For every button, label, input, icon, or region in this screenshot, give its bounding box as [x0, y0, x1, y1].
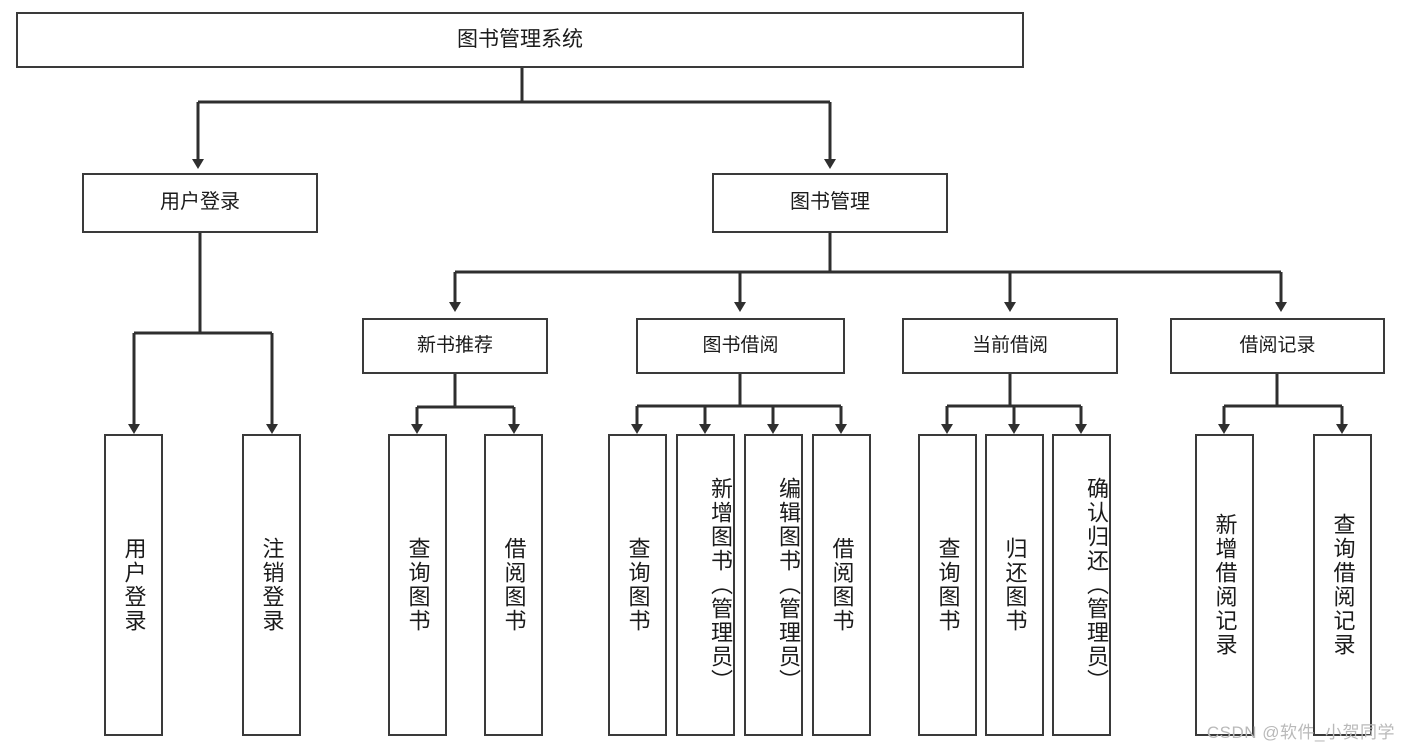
leaf-return-book[interactable]: 归还图书: [985, 434, 1044, 736]
node-label: 注销登录: [259, 537, 285, 633]
node-label: 借阅图书: [829, 537, 855, 633]
leaf-borrow-book-recommend[interactable]: 借阅图书: [484, 434, 543, 736]
node-label: 图书借阅: [702, 334, 779, 356]
node-label: 查询图书: [625, 537, 651, 633]
node-label: 借阅记录: [1239, 334, 1316, 356]
node-current-borrow[interactable]: 当前借阅: [902, 318, 1118, 374]
node-label: 编辑图书（管理员）: [776, 477, 801, 693]
node-book-borrow[interactable]: 图书借阅: [636, 318, 845, 374]
leaf-confirm-return-admin[interactable]: 确认归还（管理员）: [1052, 434, 1111, 736]
leaf-add-borrow-record[interactable]: 新增借阅记录: [1195, 434, 1254, 736]
node-label: 确认归还（管理员）: [1084, 477, 1109, 693]
node-new-book-recommend[interactable]: 新书推荐: [362, 318, 548, 374]
leaf-borrow-book[interactable]: 借阅图书: [812, 434, 871, 736]
node-borrow-record[interactable]: 借阅记录: [1170, 318, 1385, 374]
watermark: CSDN @软件_小贺同学: [1206, 723, 1395, 742]
node-label: 查询借阅记录: [1330, 513, 1356, 657]
node-label: 用户登录: [160, 191, 240, 214]
leaf-query-book-borrow[interactable]: 查询图书: [608, 434, 667, 736]
node-root-system[interactable]: 图书管理系统: [16, 12, 1024, 68]
node-label: 归还图书: [1002, 537, 1028, 633]
node-label: 新增图书（管理员）: [708, 477, 733, 693]
leaf-edit-book-admin[interactable]: 编辑图书（管理员）: [744, 434, 803, 736]
node-book-management[interactable]: 图书管理: [712, 173, 948, 233]
node-user-login[interactable]: 用户登录: [82, 173, 318, 233]
leaf-query-book-current[interactable]: 查询图书: [918, 434, 977, 736]
node-label: 图书管理: [790, 191, 870, 214]
leaf-logout[interactable]: 注销登录: [242, 434, 301, 736]
node-label: 查询图书: [935, 537, 961, 633]
leaf-query-borrow-record[interactable]: 查询借阅记录: [1313, 434, 1372, 736]
node-label: 查询图书: [405, 537, 431, 633]
leaf-query-book-recommend[interactable]: 查询图书: [388, 434, 447, 736]
leaf-user-login[interactable]: 用户登录: [104, 434, 163, 736]
node-label: 图书管理系统: [457, 27, 583, 51]
node-label: 当前借阅: [971, 334, 1048, 356]
node-label: 借阅图书: [501, 537, 527, 633]
node-label: 新书推荐: [416, 334, 493, 356]
leaf-add-book-admin[interactable]: 新增图书（管理员）: [676, 434, 735, 736]
node-label: 新增借阅记录: [1212, 513, 1238, 657]
node-label: 用户登录: [121, 537, 147, 633]
